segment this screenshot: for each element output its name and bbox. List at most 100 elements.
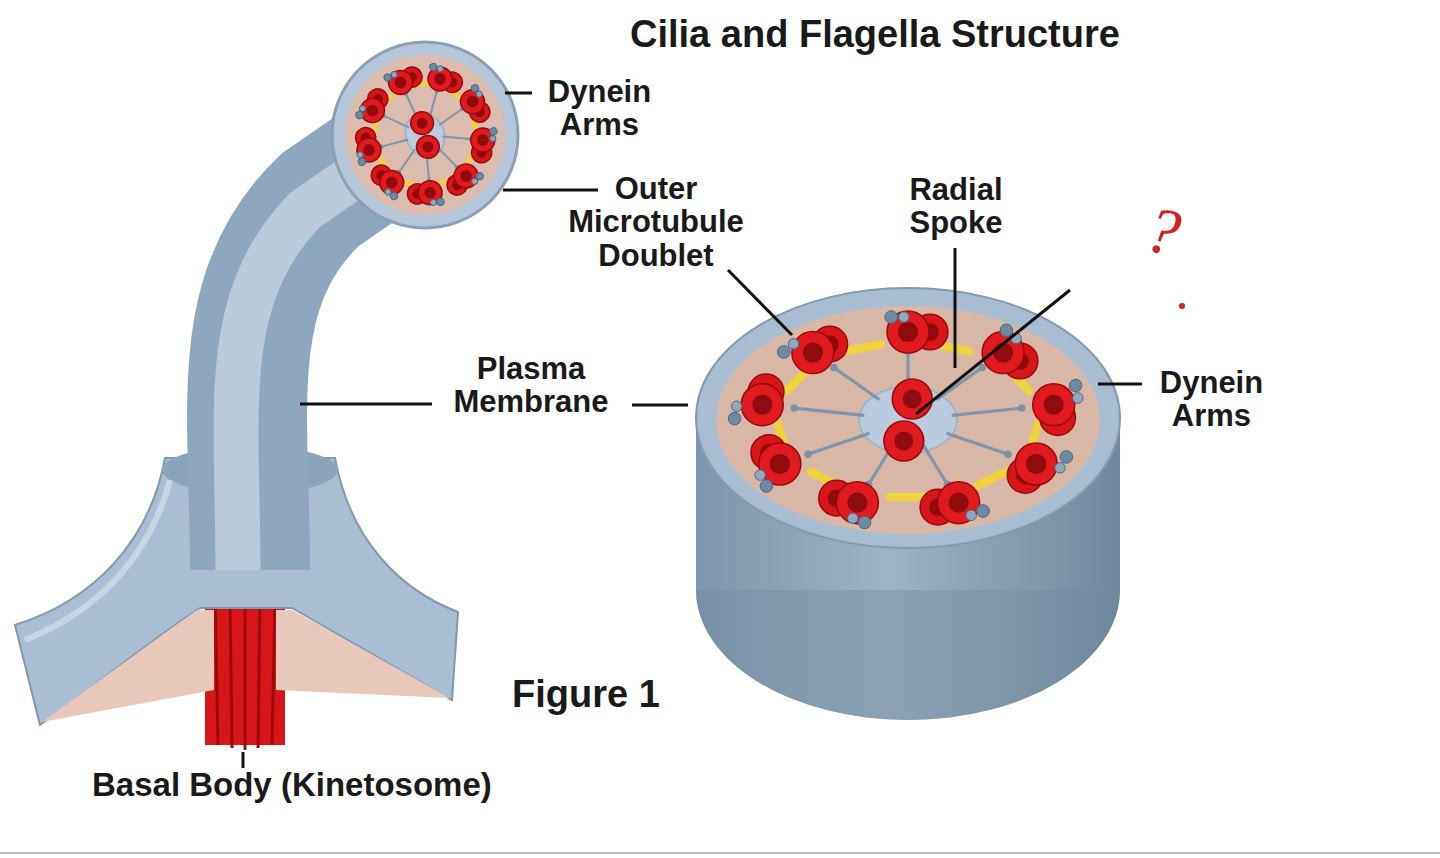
radial-spoke [393,149,421,172]
spoke-head [1018,404,1026,412]
tubule-lumen [770,454,790,474]
a-tubule [356,95,388,127]
radial-spoke [923,445,947,485]
tubule-lumen [752,395,772,415]
dynein-arm [847,513,858,524]
part-label: Dynein Arms [532,75,667,142]
dynein-arm [731,401,742,412]
frame-line [0,852,1440,854]
dynein-arm [358,105,366,113]
central-microtubule [884,421,924,461]
a-tubule [741,384,783,426]
dynein-arm [885,311,898,324]
tubule-lumen [1026,454,1046,474]
tubule-lumen [432,71,447,86]
handwritten-mark: ? [1139,192,1232,278]
radial-spoke [437,143,457,171]
nexin-link [977,472,1005,486]
dynein-arm [778,346,791,359]
spoke-head [1004,451,1012,459]
dynein-arm [1055,463,1066,474]
dynein-arm [788,339,799,350]
a-tubule [1033,384,1075,426]
dynein-arm [489,135,497,143]
a-tubule [424,63,456,95]
basal-body-fibers [205,595,285,750]
dynein-arm [1000,324,1013,337]
dynein-arm [429,198,437,206]
tubule-lumen [475,132,490,147]
dynein-arm [436,65,444,73]
a-tubule [792,332,834,374]
part-label: Plasma Membrane [430,352,632,419]
a-tubule [414,177,446,209]
figure-caption: Figure 1 [512,674,712,715]
radial-spoke [952,408,1022,415]
dynein-arm [436,197,446,207]
a-tubule [836,482,878,524]
dynein-arm [1073,393,1084,404]
dynein-arm [966,510,977,521]
nexin-link [847,344,881,351]
spoke-head [978,364,986,372]
dynein-arm [1069,379,1082,392]
tubule-lumen [415,116,429,130]
a-tubule [1015,443,1057,485]
dynein-arm [1060,451,1073,464]
dynein-arm [728,412,741,425]
tubule-lumen [421,140,435,154]
dynein-arm [755,470,766,481]
part-label: Outer Microtubule Doublet [545,172,767,272]
a-tubule [759,443,801,485]
radial-spoke [442,126,470,149]
spoke-head [791,404,799,412]
tubule-lumen [898,322,918,342]
spoke-head [804,451,812,459]
radial-spoke [384,108,409,135]
radial-spoke [808,433,870,454]
radial-spoke [834,367,880,399]
ink-dot [1179,303,1185,309]
radial-spoke [946,433,1008,454]
axoneme [329,41,517,230]
radial-spoke [381,135,408,151]
tubule-lumen [903,390,922,409]
radial-spoke [437,109,464,125]
dynein-arm [390,71,398,79]
tubule-lumen [365,103,380,118]
central-microtubule [413,132,443,162]
tubule-lumen [803,343,823,363]
tubule-lumen [1044,395,1064,415]
a-tubule [982,332,1024,374]
dynein-arm [356,151,364,159]
dynein-arm [858,516,871,529]
dynein-arm [429,62,439,72]
dynein-arm [760,480,773,493]
central-microtubule [892,379,932,419]
part-label: Basal Body (Kinetosome) [92,767,612,803]
dynein-arm [489,127,499,137]
axoneme [728,311,1083,529]
dynein-arm [899,312,910,323]
dynein-arm [471,177,479,185]
flagellum-shaft [236,41,518,570]
nexin-link [890,493,926,501]
radial-spoke [794,408,864,415]
tubule-lumen [384,175,399,190]
tubule-lumen [894,432,913,451]
dynein-arm [475,90,483,98]
nexin-link [787,372,805,391]
dynein-arm [357,157,367,167]
radial-spoke [937,367,983,399]
leader-lines [243,93,1142,768]
tubule-lumen [422,185,437,200]
dynein-arm [384,188,392,196]
tubule-lumen [847,493,867,513]
axoneme-cross-section [696,288,1120,720]
spoke-head [830,364,838,372]
part-label: Radial Spoke [893,173,1019,240]
a-tubule [938,482,980,524]
a-tubule [467,124,499,156]
a-tubule [353,134,385,166]
